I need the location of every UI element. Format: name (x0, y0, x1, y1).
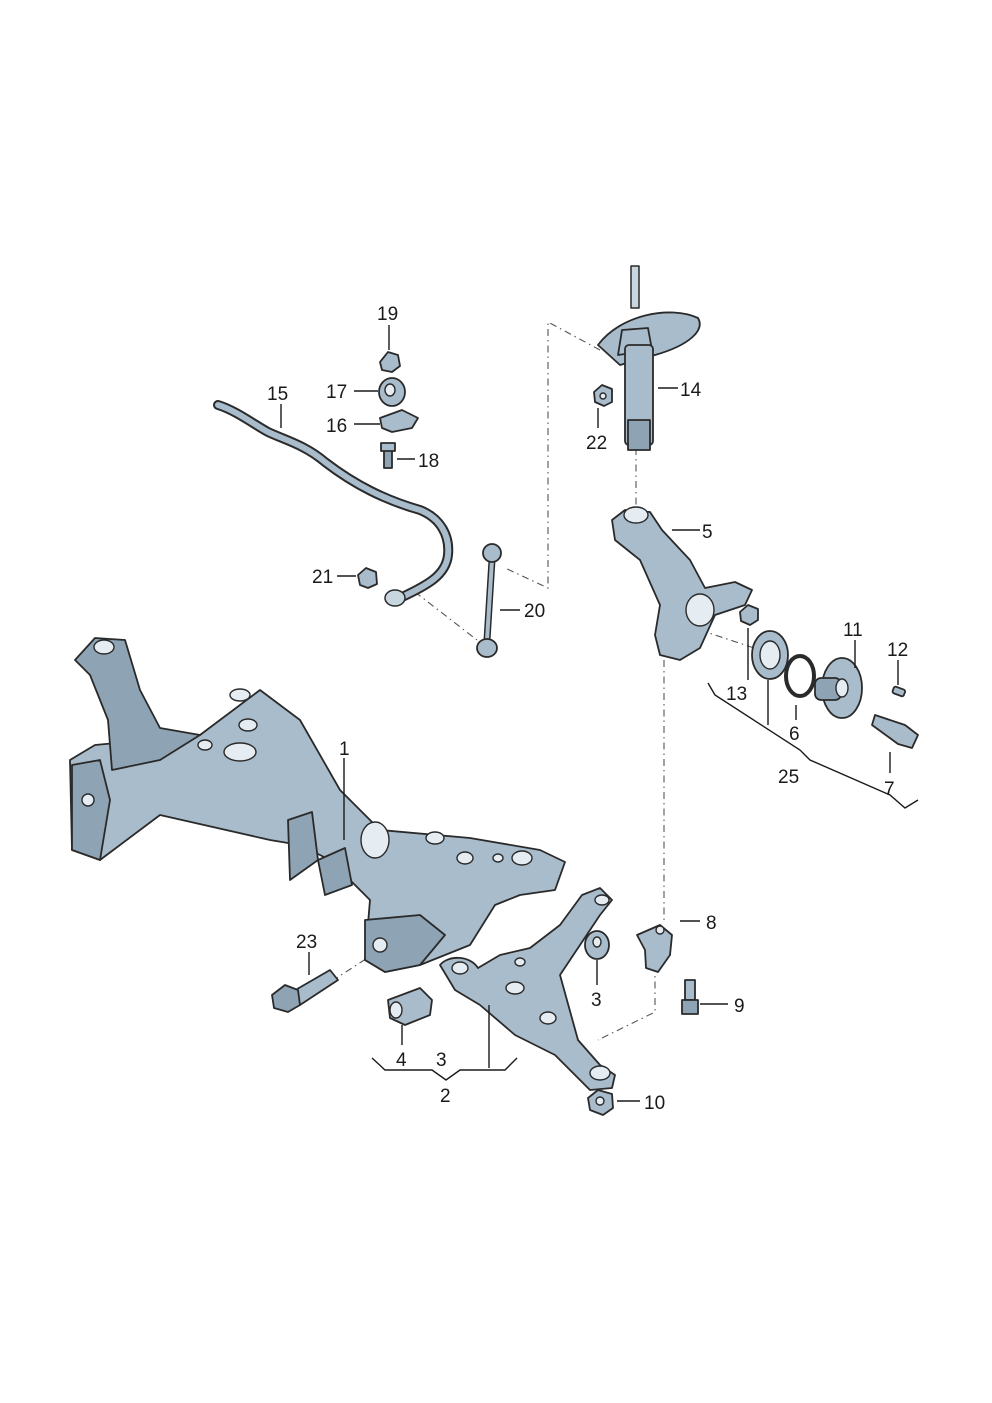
control-arm (439, 887, 616, 1091)
bar-mounting-parts (357, 351, 613, 589)
callout-12: 12 (887, 640, 908, 661)
assembly-brackets (371, 682, 919, 1081)
callout-8: 8 (706, 913, 717, 934)
suspension-strut (597, 265, 701, 451)
stabilizer-bar (213, 400, 454, 607)
callout-21: 21 (312, 567, 333, 588)
callout-6: 6 (789, 724, 800, 745)
wheel-bearing-housing (611, 506, 759, 661)
callout-17: 17 (326, 382, 347, 403)
callout-9: 9 (734, 996, 745, 1017)
callout-10: 10 (644, 1093, 665, 1114)
callout-4: 4 (396, 1050, 407, 1071)
subframe (69, 637, 566, 973)
callout-23: 23 (296, 932, 317, 953)
assembly-lines (317, 321, 761, 1041)
callout-3b: 3 (436, 1050, 447, 1071)
callout-15: 15 (267, 384, 288, 405)
callout-16: 16 (326, 416, 347, 437)
control-arm-fasteners (387, 924, 699, 1116)
callout-25: 25 (778, 767, 799, 788)
callout-22: 22 (586, 433, 607, 454)
callout-2: 2 (440, 1086, 451, 1107)
coupling-rod (476, 543, 502, 658)
callout-14: 14 (680, 380, 702, 401)
leader-lines (280, 325, 899, 1102)
subframe-bolt (271, 969, 339, 1013)
callout-19: 19 (377, 304, 398, 325)
callout-1: 1 (339, 739, 350, 760)
callout-18: 18 (418, 451, 439, 472)
callout-labels: 1 2 3 3 4 5 6 7 8 9 10 11 12 13 14 15 16… (267, 304, 908, 1114)
callout-13: 13 (726, 684, 747, 705)
callout-5: 5 (702, 522, 713, 543)
callout-7: 7 (884, 779, 895, 800)
hub-assembly (751, 630, 919, 749)
callout-20: 20 (524, 601, 545, 622)
callout-11: 11 (843, 620, 863, 641)
callout-3: 3 (591, 990, 602, 1011)
